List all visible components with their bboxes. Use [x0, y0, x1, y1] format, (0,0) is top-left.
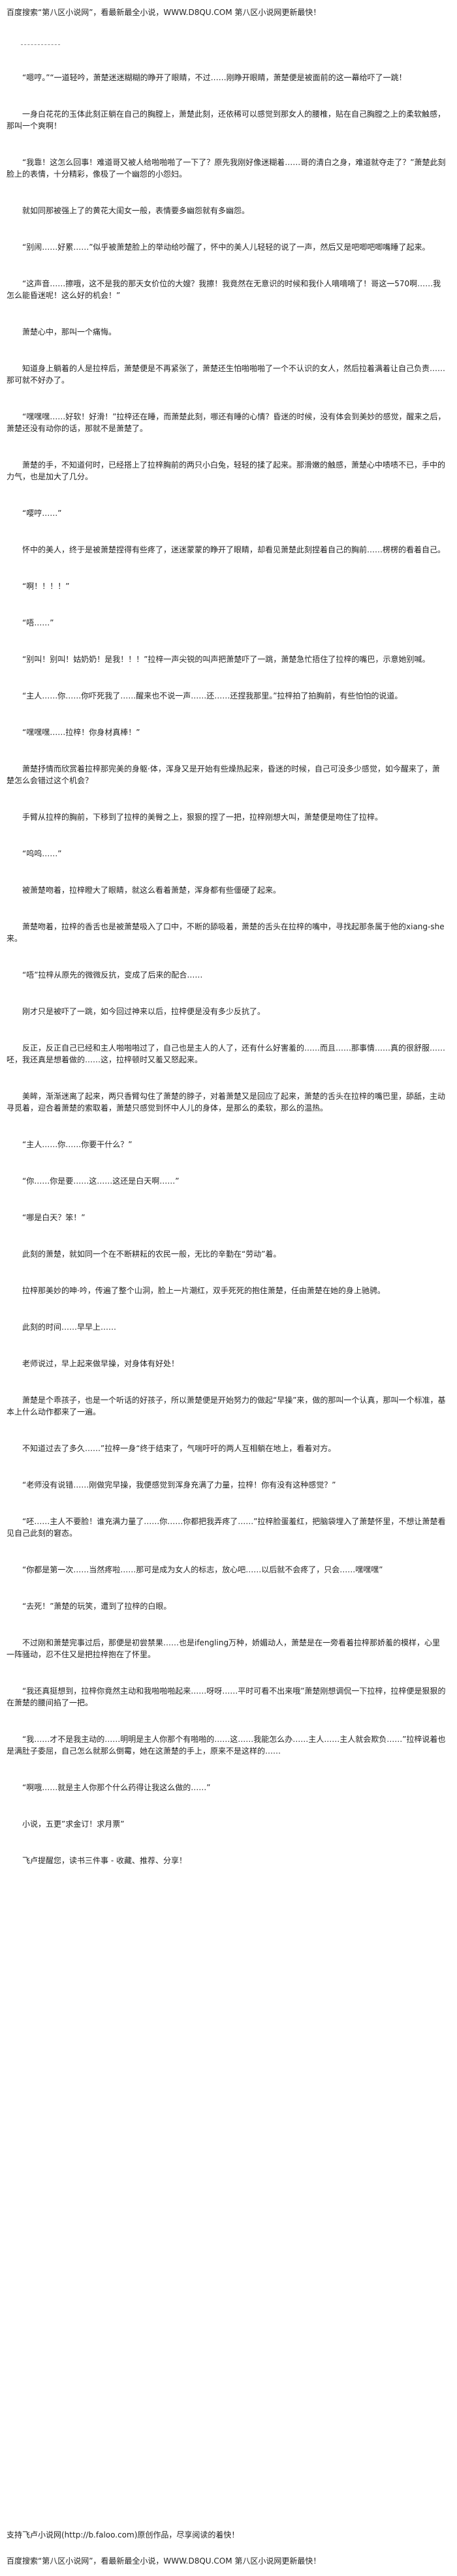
paragraph: 一身白花花的玉体此刻正躺在自己的胸膛上，萧楚此刻，还依稀可以感觉到那女人的腰椎，…: [7, 110, 446, 130]
paragraph: 萧楚吻着，拉梓的香舌也是被萧楚吸入了口中，不断的舔吸着，萧楚的舌头在拉梓的嘴中，…: [7, 922, 445, 943]
paragraph: 知道身上躺着的人是拉梓后，萧楚便是不再紧张了，萧楚还生怕啪啪啪了一个不认识的女人…: [7, 364, 446, 385]
paragraph: “我还真挺想到，拉梓你竟然主动和我啪啪啪起来……呀呀……平时可看不出来哦”萧楚刚…: [7, 1686, 446, 1707]
paragraph: 被萧楚吻着，拉梓瞪大了眼睛，就这么看着萧楚，浑身都有些僵硬了起来。: [22, 886, 281, 895]
paragraph: 美眸，渐渐迷离了起来，两只香臂勾住了萧楚的脖子，对着萧楚又是回应了起来，萧楚的舌…: [7, 1092, 446, 1113]
paragraph: 老师说过，早上起来做早操，对身体有好处！: [22, 1359, 180, 1368]
paragraph: 萧楚是个乖孩子，也是一个听话的好孩子，所以萧楚便是开始努力的做起“早操”来，做的…: [7, 1396, 446, 1416]
paragraph: 小说，五更”求金订！求月票”: [22, 1820, 125, 1829]
paragraph: “哪是白天？笨！”: [22, 1213, 86, 1222]
paragraph: “我……才不是我主动的……明明是主人你那个有啪啪的……这……我能怎么办……主人……: [7, 1735, 446, 1756]
paragraph: “主人……你……你吓死我了……醒来也不说一声……还……还捏我那里。”拉梓拍了拍胸…: [22, 691, 403, 700]
paragraph: “去死！”萧楚的玩笑，遭到了拉梓的白眼。: [22, 1602, 172, 1611]
paragraph: 就如同那被强上了的黄花大闺女一般，表情要多幽怨就有多幽怨。: [22, 206, 250, 215]
paragraph: “嘿嘿嘿……拉梓！你身材真棒！”: [22, 728, 140, 737]
paragraph: 怀中的美人，终于是被萧楚捏得有些疼了，迷迷蒙蒙的睁开了眼睛，却看见萧楚此刻捏着自…: [22, 545, 446, 554]
paragraph: “这声音……擦哦，这不是我的那天女价位的大嫂？我擦！我竟然在无意识的时候和我仆人…: [7, 279, 441, 300]
footer-promo: 支持飞卢小说网(http://b.faloo.com)原创作品，尽享阅读的着快！: [7, 2530, 240, 2539]
paragraph: 刚才只是被吓了一跳，如今回过神来以后，拉梓便是没有多少反抗了。: [22, 1007, 266, 1016]
paragraph: “啊哦……就是主人你那个什么药得让我这么做的……”: [22, 1783, 211, 1792]
paragraph: “主人……你……你要干什么？”: [22, 1140, 133, 1149]
paragraph: “呜呜……”: [22, 849, 62, 858]
paragraph: “你都是第一次……当然疼啦……那可是成为女人的标志，放心吧……以后就不会疼了，只…: [22, 1565, 383, 1574]
paragraph: 不过刚和萧楚完事过后，那便是初尝禁果……也是ifengling万种，娇媚动人，萧…: [7, 1638, 441, 1659]
paragraph: 萧楚的手，不知道何时，已经搭上了拉梓胸前的两只小白兔，轻轻的揉了起来。那滑嫩的触…: [7, 460, 446, 481]
paragraph: 萧楚心中，那叫一个痛悔。: [22, 327, 117, 337]
paragraph: “呸……主人不要脸！谁充满力量了……你……你都把我弄疼了……”拉梓脸蛋羞红，把脑…: [7, 1517, 446, 1538]
paragraph: “我靠！这怎么回事！难道哥又被人给啪啪啪了一下了？原先我刚好像迷糊着……哥的清白…: [7, 158, 446, 179]
footer: 支持飞卢小说网(http://b.faloo.com)原创作品，尽享阅读的着快！…: [7, 2529, 447, 2567]
paragraph: 此刻的萧楚，就如同一个在不断耕耘的农民一般，无比的辛勤在“劳动”着。: [22, 1250, 281, 1259]
paragraph: “别闹……好累……”似乎被萧楚脸上的举动给吵醒了，怀中的美人儿轻轻的说了一声，然…: [22, 243, 430, 252]
divider: [21, 44, 60, 46]
paragraph: “你……你是要……这……这还是白天啊……”: [22, 1176, 180, 1186]
chapter-body: “嗯哼。”“一道轻吟，萧楚迷迷糊糊的睁开了眼睛，不过……刚睁开眼睛，萧楚便是被面…: [7, 72, 447, 1866]
paragraph: “唔”拉梓从原先的微微反抗，变成了后来的配合……: [22, 970, 203, 980]
paragraph: 手臂从拉梓的胸前，下移到了拉梓的美臀之上，狠狠的捏了一把，拉梓刚想大叫，萧楚便是…: [22, 813, 383, 822]
paragraph: 萧楚抒情而欣赏着拉梓那完美的身躯·体，浑身又是开始有些燥热起来，昏迷的时候，自己…: [7, 764, 440, 785]
paragraph: “嗯哼。”“一道轻吟，萧楚迷迷糊糊的睁开了眼睛，不过……刚睁开眼睛，萧楚便是被面…: [22, 73, 407, 82]
paragraph: “唔……”: [22, 618, 54, 627]
paragraph: 飞卢提醒您，读书三件事 - 收藏、推荐、分享！: [22, 1856, 187, 1865]
top-banner: 百度搜索“第八区小说网”，看最新最全小说，WWW.D8QU.COM 第八区小说网…: [7, 8, 321, 17]
paragraph: “别叫！别叫！姑奶奶！是我！！！”拉梓一声尖锐的叫声把萧楚吓了一跳，萧楚急忙捂住…: [22, 655, 430, 664]
bottom-banner: 百度搜索“第八区小说网”，看最新最全小说，WWW.D8QU.COM 第八区小说网…: [7, 2556, 321, 2566]
paragraph: “啊！！！！”: [22, 582, 70, 591]
paragraph: “嘤哼……”: [22, 509, 62, 518]
paragraph: 反正，反正自己已经和主人啪啪啪过了，自己也是主人的人了，还有什么好害羞的……而且…: [7, 1043, 446, 1064]
paragraph: “嘿嘿嘿……好软！好滑！”拉梓还在睡，而萧楚此刻，哪还有睡的心情？昏迷的时候，没…: [7, 412, 446, 433]
paragraph: 此刻的时间……早早上……: [22, 1323, 117, 1332]
paragraph: 拉梓那美妙的呻·吟，传遍了整个山洞，脸上一片潮红，双手死死的抱住萧楚，任由萧楚在…: [22, 1286, 385, 1295]
paragraph: “老师没有说错……刚做完早操，我便感觉到浑身充满了力量，拉梓！你有没有这种感觉？…: [22, 1480, 336, 1490]
paragraph: 不知道过去了多久……”拉梓一身“终于结束了，气喘吁吁的两人互相躺在地上，看着对方…: [22, 1444, 336, 1453]
